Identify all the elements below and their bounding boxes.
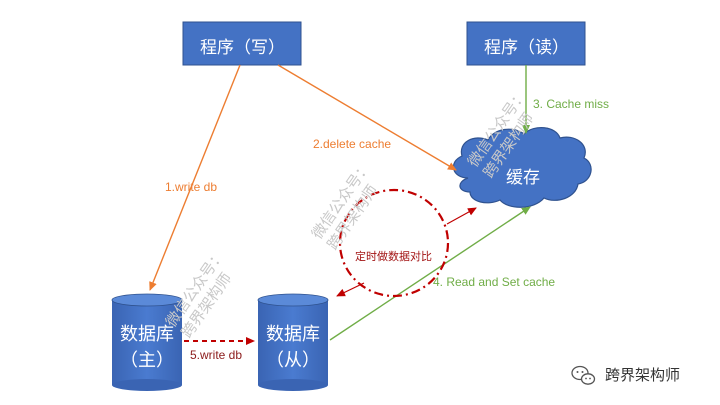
replicate-label: 5.write db [190, 348, 243, 362]
master-db-label-line1: 数据库 [120, 324, 174, 345]
wechat-icon [571, 365, 596, 385]
slave-db-label-line2: （从） [266, 350, 320, 371]
write-db-arrow [149, 64, 241, 291]
master-db-label: 数据库 （主） [112, 322, 182, 374]
reader-box [466, 21, 586, 66]
cache-label: 缓存 [506, 168, 540, 188]
delete-cache-arrow [277, 64, 457, 171]
cache-miss-label: 3. Cache miss [533, 97, 610, 111]
master-db-label-line2: （主） [120, 350, 174, 371]
read-set-cache-arrow [329, 206, 531, 341]
compare-circle [338, 188, 450, 298]
write-db-label: 1.write db [165, 180, 218, 194]
read-set-cache-label: 4. Read and Set cache [433, 275, 556, 289]
master-db-cylinder [111, 293, 183, 391]
compare-arrow-up [446, 207, 477, 225]
writer-box [182, 21, 302, 66]
compare-label: 定时做数据对比 [355, 250, 432, 263]
cache-cloud [452, 127, 592, 208]
reader-label: 程序（读） [484, 38, 569, 58]
delete-cache-label: 2.delete cache [313, 137, 392, 151]
writer-label: 程序（写） [200, 38, 285, 58]
compare-arrow-down [336, 282, 365, 297]
slave-db-cylinder [257, 293, 329, 391]
slave-db-label: 数据库 （从） [258, 322, 328, 374]
slave-db-label-line1: 数据库 [266, 324, 320, 345]
brand-name: 跨界架构师 [605, 366, 681, 384]
